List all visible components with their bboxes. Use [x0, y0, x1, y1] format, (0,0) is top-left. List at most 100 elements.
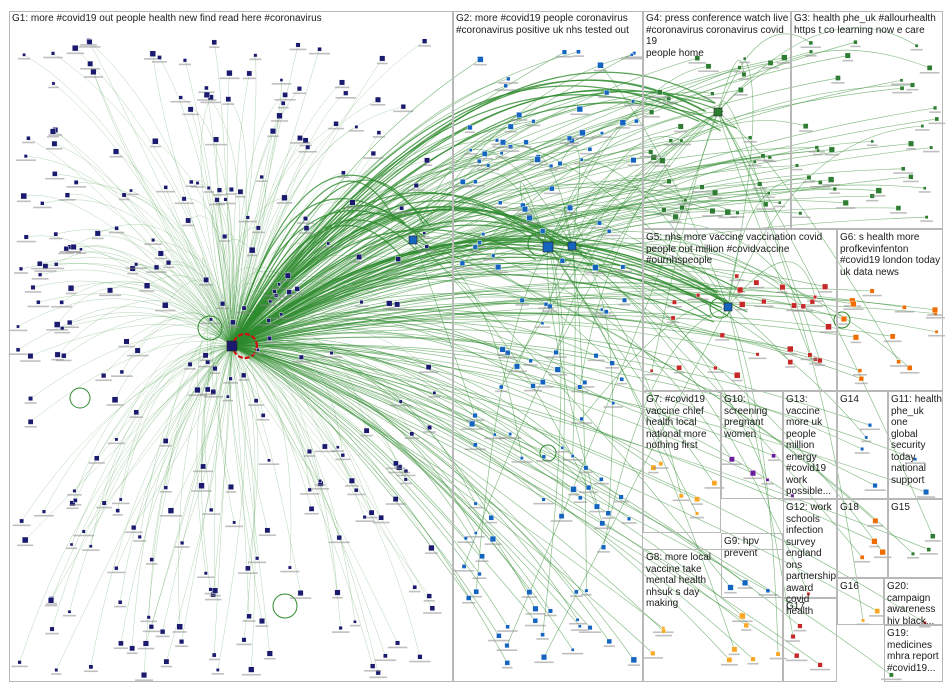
node-g1	[119, 369, 125, 375]
node-label-mark	[22, 141, 35, 144]
node-label-mark	[80, 67, 101, 70]
edge	[178, 345, 233, 627]
node-label-mark	[270, 120, 289, 122]
node-g2	[618, 494, 624, 500]
node-label-mark	[810, 186, 831, 188]
node-label-mark	[594, 527, 611, 530]
node-label-mark	[575, 386, 595, 388]
node-g1	[121, 192, 127, 198]
node-label-mark	[707, 197, 723, 199]
node-label-mark	[883, 340, 902, 343]
node-label-mark	[60, 326, 80, 329]
edge	[202, 345, 233, 467]
node-label-mark	[613, 270, 633, 273]
group-g7-label: G7: #covid19 vaccine chief health local …	[646, 394, 707, 451]
node-g1	[426, 593, 432, 599]
edge-strong	[231, 256, 720, 347]
node-g1	[133, 409, 140, 416]
node-g2	[499, 384, 504, 390]
node-label-mark	[597, 551, 610, 553]
node-label-mark	[31, 267, 49, 270]
node-g17	[794, 653, 800, 659]
node-label-mark	[156, 190, 175, 193]
node-g9	[742, 579, 749, 586]
node-label-mark	[920, 220, 933, 222]
node-g2	[505, 624, 510, 629]
edge	[180, 97, 234, 347]
node-g1	[338, 626, 343, 631]
node-label-mark	[526, 124, 541, 127]
node-label-mark	[51, 358, 64, 361]
node-label-mark	[31, 278, 49, 280]
node-label-mark	[470, 164, 488, 167]
node-g1	[157, 250, 164, 257]
node-label-mark	[474, 63, 487, 66]
node-g1	[266, 650, 273, 657]
edge	[231, 80, 282, 347]
node-label-mark	[289, 48, 307, 51]
node-label-mark	[862, 294, 882, 297]
edge	[206, 87, 233, 347]
node-g2	[477, 56, 484, 63]
node-label-mark	[111, 502, 130, 505]
node-label-mark	[671, 143, 692, 146]
node-g2	[604, 89, 610, 96]
node-g2	[481, 232, 486, 237]
edge	[571, 245, 768, 480]
node-g2	[507, 123, 514, 130]
node-label-mark	[618, 303, 631, 306]
node-g1	[353, 620, 357, 624]
node-g1	[187, 361, 193, 367]
node-g2	[492, 432, 497, 437]
node-g2	[578, 624, 582, 628]
edge	[165, 345, 233, 488]
group-g17-label: G17	[786, 601, 805, 612]
edge	[57, 300, 233, 355]
node-label-mark	[469, 250, 482, 253]
node-label-mark	[235, 195, 246, 198]
node-label-mark	[752, 187, 767, 190]
edge	[231, 293, 853, 347]
node-g2	[514, 363, 520, 370]
node-label-mark	[793, 310, 814, 312]
node-g1	[101, 500, 107, 506]
node-g1	[375, 96, 381, 103]
node-label-mark	[738, 78, 750, 80]
node-label-mark	[854, 452, 870, 454]
node-label-mark	[425, 552, 438, 554]
edge	[571, 136, 682, 247]
node-label-mark	[813, 153, 824, 156]
edge	[231, 345, 398, 644]
hub-node	[567, 241, 577, 251]
edge	[717, 60, 745, 113]
node-label-mark	[258, 324, 279, 326]
node-g1	[67, 285, 75, 292]
edge	[231, 345, 379, 673]
node-g4	[661, 207, 667, 213]
node-g1	[259, 174, 264, 180]
edge	[80, 245, 233, 347]
group-g1-label: G1: more #covid19 out people health new …	[12, 13, 322, 24]
node-g6	[852, 334, 859, 341]
node-label-mark	[715, 339, 730, 341]
edge	[204, 345, 233, 510]
node-label-mark	[464, 448, 486, 451]
node-g4	[781, 54, 788, 61]
node-g3	[835, 75, 841, 81]
node-label-mark	[113, 647, 128, 650]
node-label-mark	[800, 46, 822, 49]
node-label-mark	[814, 364, 826, 367]
node-label-mark	[457, 541, 475, 544]
node-label-mark	[48, 134, 63, 136]
node-label-mark	[45, 632, 59, 635]
node-g1	[41, 509, 46, 514]
node-g5	[733, 372, 741, 379]
node-label-mark	[852, 374, 867, 376]
node-g1	[162, 302, 169, 309]
node-g1	[378, 514, 384, 521]
node-label-mark	[24, 425, 37, 428]
node-label-mark	[747, 164, 762, 167]
node-label-mark	[290, 292, 304, 295]
edge	[231, 131, 274, 347]
node-label-mark	[881, 678, 902, 681]
